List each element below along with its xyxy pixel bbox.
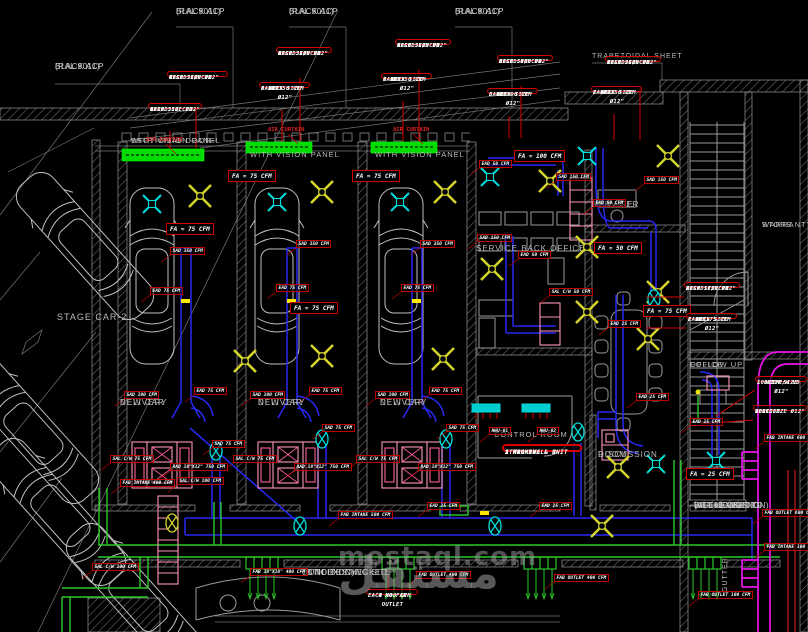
volume-damper-icon <box>412 299 421 303</box>
air-curtain-bars <box>121 141 438 162</box>
pink-equipment <box>131 177 730 585</box>
fresh-air-louver-icon <box>381 556 415 600</box>
tag-leader <box>82 570 93 579</box>
air-curtain-leader <box>165 143 177 155</box>
callout-leader-lines <box>82 70 765 607</box>
tag-leader <box>240 575 251 584</box>
tag-leader <box>160 470 171 479</box>
inline-fan-icon <box>647 289 661 309</box>
cassette-diffuser-icon <box>390 192 410 212</box>
tag-leader <box>752 516 763 525</box>
tag-leader <box>100 462 111 471</box>
tag-leader <box>299 394 310 403</box>
ceiling-fan-icon <box>309 343 335 369</box>
air-curtain-leader <box>287 133 299 145</box>
ceiling-fan-icon <box>655 143 681 169</box>
tag-leader <box>479 434 490 443</box>
cassette-diffuser-icon <box>142 194 162 214</box>
cassette-diffuser-icon <box>267 192 287 212</box>
tag-leader <box>391 291 402 300</box>
riser-dark-red <box>787 470 796 632</box>
supply-duct-network <box>171 148 753 560</box>
tag-leader <box>223 462 234 471</box>
tag-leader <box>688 598 699 607</box>
tag-leader <box>110 486 121 495</box>
tag-leader <box>436 431 447 440</box>
inline-fan-icon <box>439 429 453 449</box>
air-curtain-leader <box>412 133 424 145</box>
callout-leader <box>715 389 756 417</box>
inline-fan-icon <box>571 422 585 442</box>
tag-leader <box>410 247 421 256</box>
inline-fan-icon <box>165 513 179 533</box>
tag-leader <box>184 394 195 403</box>
staircase <box>689 122 745 500</box>
inline-fan-icon <box>315 429 329 449</box>
tag-leader <box>419 394 430 403</box>
tag-leader <box>406 578 417 587</box>
inline-fan-icon <box>488 516 502 536</box>
walls <box>0 79 808 632</box>
callout-leader <box>699 419 754 425</box>
cassette-diffuser-icon <box>646 454 666 474</box>
tag-leader <box>408 470 419 479</box>
ceiling-fan-icon <box>309 179 335 205</box>
inline-fan-icon <box>209 441 223 461</box>
tag-leader <box>202 447 213 456</box>
tag-leader <box>286 247 297 256</box>
tag-leader <box>284 470 295 479</box>
tag-leader <box>508 258 519 267</box>
ceiling-fan-icon <box>432 179 458 205</box>
tag-leader <box>546 180 557 189</box>
tag-leader <box>527 434 538 443</box>
tag-leader <box>469 167 480 176</box>
tag-leader <box>346 462 357 471</box>
tag-leader <box>140 294 151 303</box>
tag-leader <box>417 509 428 518</box>
tag-leader <box>754 441 765 450</box>
tag-leader <box>539 295 550 304</box>
cassette-diffuser-icon <box>480 167 500 187</box>
tag-leader <box>680 425 691 434</box>
inline-fan-icon <box>293 516 307 536</box>
hvac-symbols <box>142 143 726 600</box>
tag-leader <box>266 291 277 300</box>
ceiling-fan-icon <box>635 326 661 352</box>
tag-leader <box>114 398 125 407</box>
exhaust-riser-magenta <box>741 351 808 632</box>
volume-damper-icon <box>480 511 489 515</box>
tag-leader <box>240 398 251 407</box>
tag-leader <box>160 254 171 263</box>
tag-leader <box>754 550 765 559</box>
tag-leader <box>583 206 594 215</box>
volume-damper-icon <box>287 299 296 303</box>
furniture <box>195 189 727 621</box>
fresh-air-louver-icon <box>523 556 557 600</box>
tag-leader <box>634 183 645 192</box>
door-panel-row <box>118 131 470 142</box>
tag-leader <box>365 398 376 407</box>
tag-leader <box>598 327 609 336</box>
tag-leader <box>167 484 178 493</box>
ceiling-fan-icon <box>605 454 631 480</box>
fresh-air-duct-network <box>61 396 780 632</box>
ceiling-fan-icon <box>479 256 505 282</box>
tag-leader <box>544 581 555 590</box>
volume-damper-icon <box>181 299 190 303</box>
tag-leader <box>467 241 478 250</box>
tag-leader <box>312 431 323 440</box>
high-wall-unit-icon <box>471 403 501 420</box>
ceiling-fan-icon <box>187 183 213 209</box>
tag-leader <box>626 400 637 409</box>
fresh-air-louver-icon <box>688 556 722 600</box>
high-wall-unit-icon <box>521 403 551 420</box>
ceiling-fan-icon <box>430 346 456 372</box>
tag-leader <box>529 509 540 518</box>
person-marker <box>695 389 701 395</box>
tag-leader <box>328 518 339 527</box>
